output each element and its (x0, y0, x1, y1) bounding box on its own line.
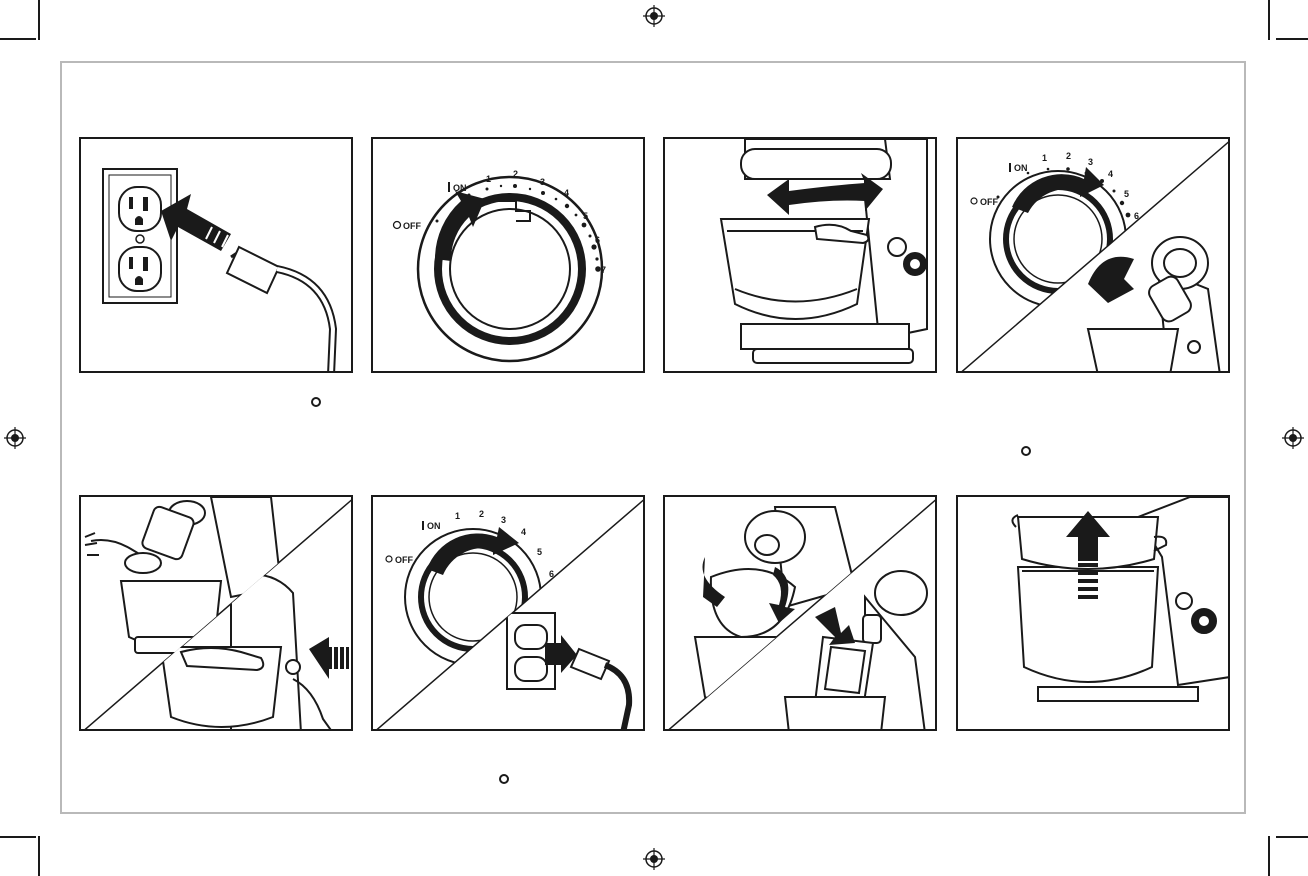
dial-on-label: ON (453, 183, 467, 193)
stand-mixer-icon (721, 139, 927, 363)
crop-mark-bottom-right-v (1268, 836, 1270, 876)
dial-off-label-2: OFF (980, 197, 998, 207)
dial-and-tilt-illustration: OFF ON 1 2 3 4 5 6 (958, 139, 1230, 373)
dial-speed-3b: 3 (1088, 157, 1093, 167)
dial-speed-1b: 1 (1042, 153, 1047, 163)
dial-speed-5b: 5 (1124, 189, 1129, 199)
dial-speed-4c: 4 (521, 527, 526, 537)
tilt-head-mixer-icon (1088, 237, 1220, 373)
crop-mark-bottom-right-h (1276, 836, 1308, 838)
add-ingredients-illustration (81, 497, 353, 731)
panel-mixer-bowl-lock (663, 137, 937, 373)
crop-mark-bottom-left-h (0, 836, 36, 838)
off-circle-icon (499, 774, 509, 784)
dial-on-label-3: ON (427, 521, 441, 531)
panel-remove-bowl (956, 495, 1230, 731)
panel-attach-beater (663, 495, 937, 731)
stand-mixer-icon (1012, 497, 1230, 701)
crop-mark-top-left-h (0, 38, 36, 40)
panel-add-ingredients (79, 495, 353, 731)
dial-speed-5c: 5 (537, 547, 542, 557)
dial-speed-1: 1 (486, 174, 491, 184)
off-circle-icon (311, 397, 321, 407)
dial-speed-2c: 2 (479, 509, 484, 519)
dial-speed-4b: 4 (1108, 169, 1113, 179)
crop-mark-top-left-v (38, 0, 40, 40)
speed-dial-illustration: OFF ON 1 2 3 4 5 6 7 (373, 139, 645, 373)
dial-speed-6: 6 (595, 235, 600, 245)
wall-outlet-icon (103, 169, 177, 303)
black-arrow-icon (815, 607, 855, 645)
registration-target-icon (4, 427, 26, 449)
dial-off-label-3: OFF (395, 555, 413, 565)
mixer-illustration (665, 139, 937, 373)
dial-off-label: OFF (403, 221, 421, 231)
registration-target-icon (643, 848, 665, 870)
dial-speed-2: 2 (513, 169, 518, 179)
dial-speed-6c: 6 (549, 569, 554, 579)
panel-dial-off-unplug: OFF ON 1 2 3 4 5 6 (371, 495, 645, 731)
dial-on-label-2: ON (1014, 163, 1028, 173)
measuring-cup-icon (125, 553, 161, 573)
crop-mark-top-right-h (1276, 38, 1308, 40)
black-arrow-icon (309, 637, 349, 679)
off-circle-icon (1021, 446, 1031, 456)
remove-bowl-illustration (958, 497, 1230, 731)
dial-speed-5: 5 (583, 211, 588, 221)
dial-speed-7: 7 (601, 265, 606, 275)
panel-dial-on: OFF ON 1 2 3 4 5 6 7 (371, 137, 645, 373)
crop-mark-top-right-v (1268, 0, 1270, 40)
dial-speed-4: 4 (564, 188, 569, 198)
dial-speed-6b: 6 (1134, 211, 1139, 221)
dial-speed-3c: 3 (501, 515, 506, 525)
dial-speed-1c: 1 (455, 511, 460, 521)
dial-speed-2b: 2 (1066, 151, 1071, 161)
panel-dial-off-tilt: OFF ON 1 2 3 4 5 6 (956, 137, 1230, 373)
dial-off-unplug-illustration: OFF ON 1 2 3 4 5 6 (373, 497, 645, 731)
registration-target-icon (643, 5, 665, 27)
black-arrow-icon (1088, 257, 1134, 303)
crop-mark-bottom-left-v (38, 836, 40, 876)
black-arrow-icon (435, 191, 485, 261)
power-plug-icon (227, 247, 333, 373)
plug-in-illustration (81, 139, 353, 373)
wall-outlet-icon (507, 613, 629, 731)
registration-target-icon (1282, 427, 1304, 449)
attach-beater-illustration (665, 497, 937, 731)
panel-plug-in (79, 137, 353, 373)
dial-speed-3: 3 (540, 177, 545, 187)
